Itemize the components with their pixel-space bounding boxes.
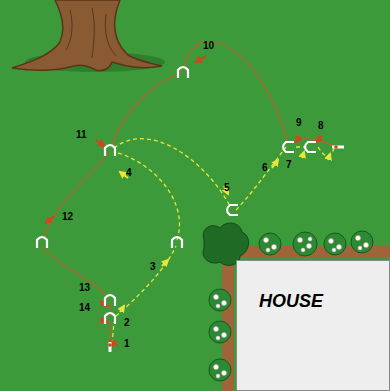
house-label: HOUSE (259, 291, 323, 312)
callout-number: 5 (224, 183, 230, 193)
callout-number: 3 (150, 262, 156, 272)
callout-number: 4 (126, 168, 132, 178)
callout-number: 7 (286, 160, 292, 170)
callout-number: 13 (79, 283, 90, 293)
return-path (42, 41, 334, 340)
callout-number: 8 (318, 121, 324, 131)
callout-number: 14 (79, 303, 90, 313)
tree (12, 0, 165, 72)
callout-number: 2 (124, 318, 130, 328)
callout-number: 11 (76, 130, 87, 140)
callout-number: 10 (203, 41, 214, 51)
house: HOUSE (236, 260, 390, 391)
callout-number: 1 (124, 339, 130, 349)
callout-number: 9 (296, 118, 302, 128)
callout-number: 6 (262, 163, 268, 173)
callout-number: 12 (62, 212, 73, 222)
